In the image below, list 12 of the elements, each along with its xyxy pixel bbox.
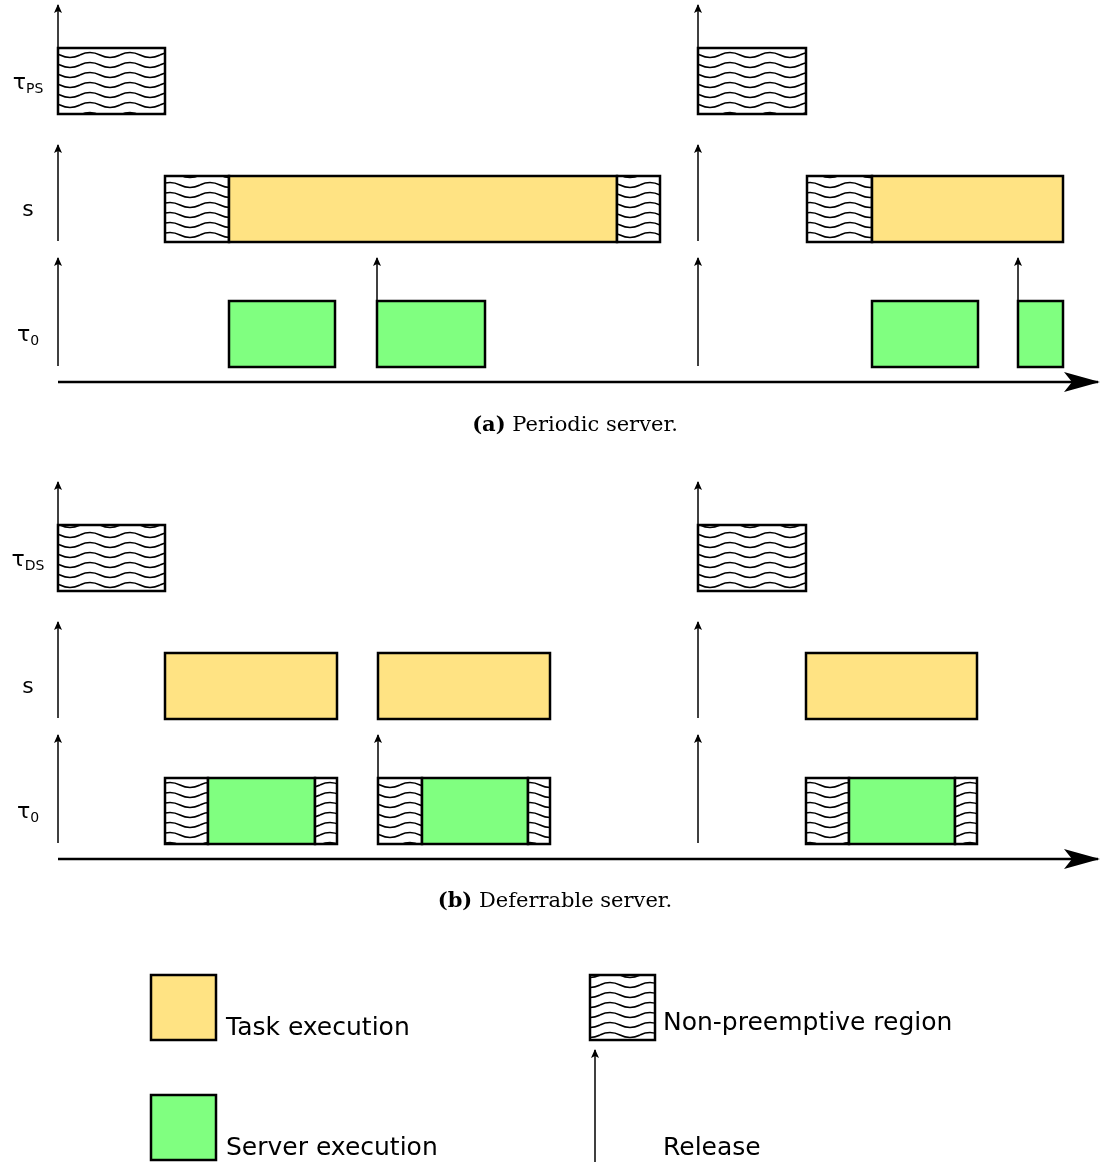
legend-label: Server execution (226, 1132, 438, 1161)
subfigure-caption: (b) Deferrable server. (437, 886, 673, 912)
row-label: τ$_{0}$ (16, 797, 40, 825)
row-label: τ$_{0}$ (16, 320, 40, 348)
legend-label: Release (663, 1132, 761, 1161)
legend-label: Non-preemptive region (663, 1007, 953, 1036)
row-label: τ$_{PS}$ (12, 68, 44, 96)
subfigure-caption: (a) Periodic server. (472, 410, 678, 436)
row-label: s (22, 195, 34, 221)
row-label: τ$_{DS}$ (11, 545, 45, 573)
legend-label: Task execution (226, 1012, 410, 1041)
row-label: s (22, 672, 34, 698)
